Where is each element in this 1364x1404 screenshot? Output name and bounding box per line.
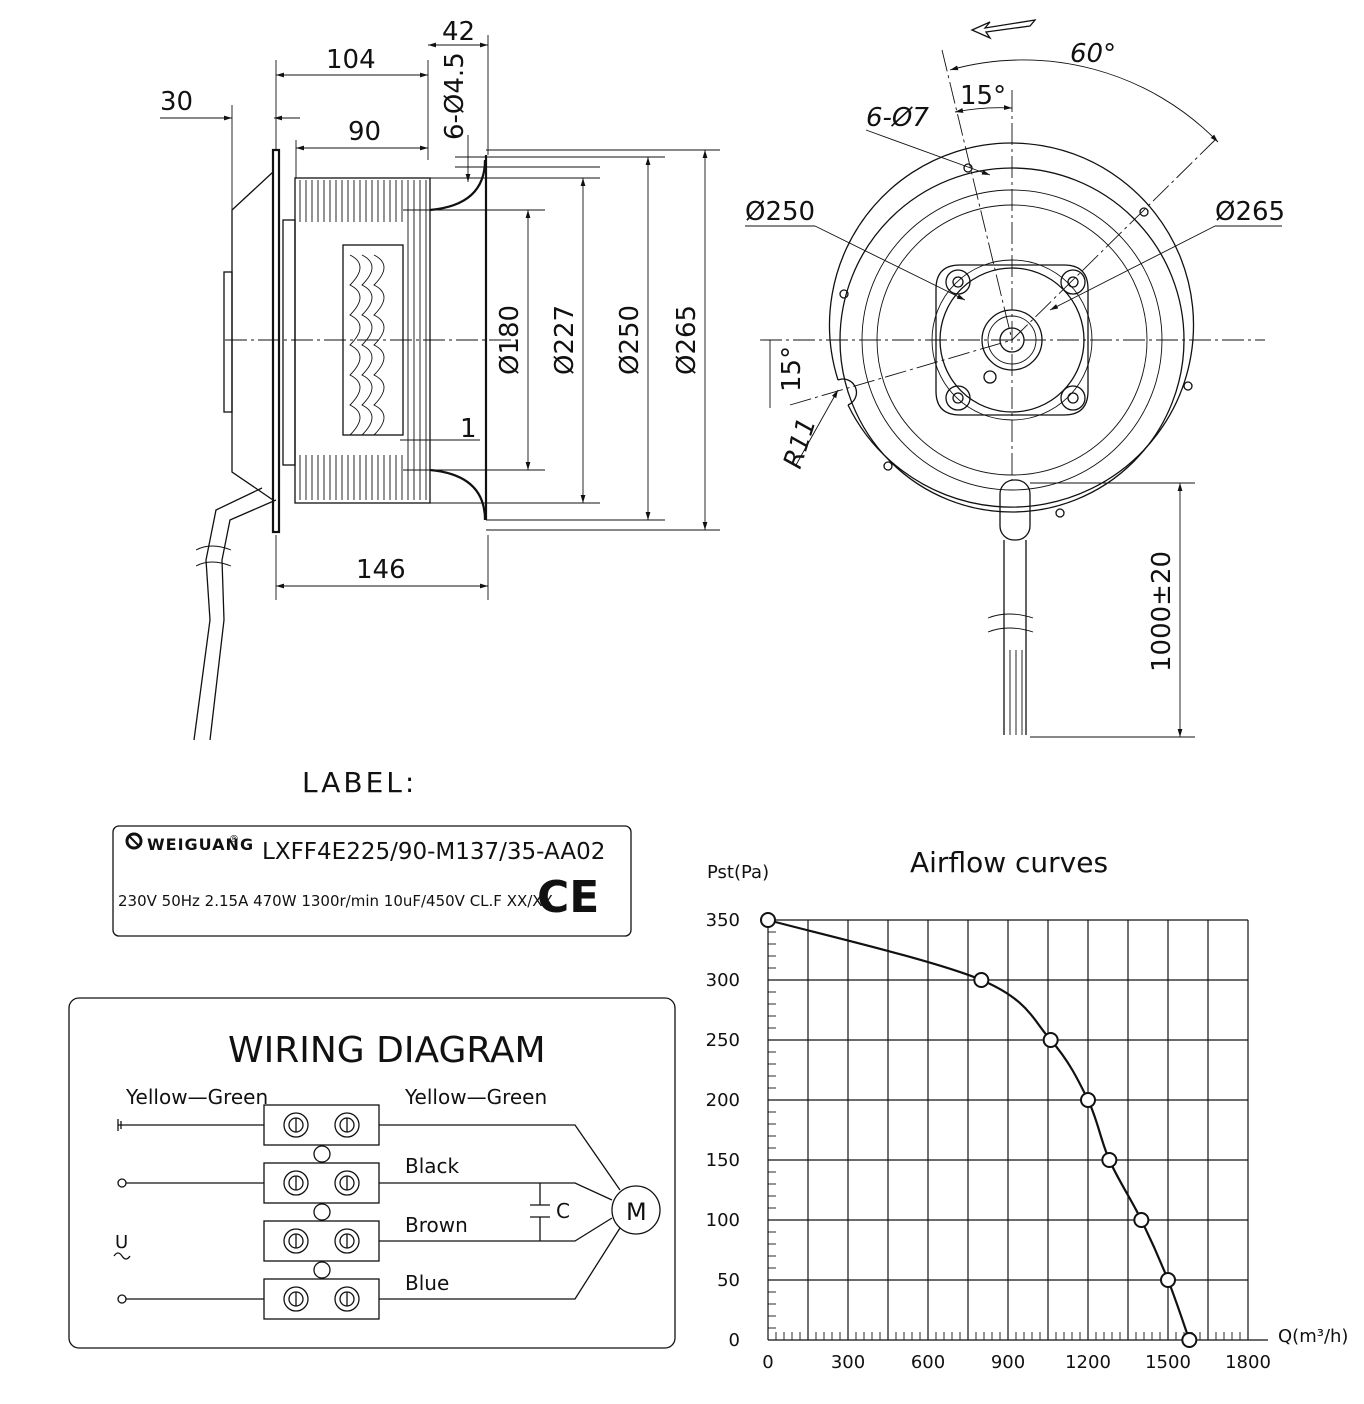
data-point bbox=[760, 912, 776, 928]
dim-d265: Ø265 bbox=[672, 305, 702, 375]
x-tick-label: 1200 bbox=[1065, 1352, 1111, 1373]
chart-title: Airflow curves bbox=[910, 846, 1108, 879]
side-view: 30 104 42 90 6-Ø4.5 Ø180 Ø227 Ø250 bbox=[160, 17, 720, 741]
y-tick-label: 350 bbox=[706, 910, 740, 931]
front-view: 60° 15° 6-Ø7 Ø250 Ø265 15° R11 1000±20 bbox=[745, 19, 1285, 738]
y-tick-label: 0 bbox=[729, 1330, 740, 1351]
impeller-blades bbox=[299, 180, 427, 500]
dim-30: 30 bbox=[160, 87, 193, 117]
data-point bbox=[1133, 1212, 1150, 1228]
supply-label: U bbox=[115, 1232, 128, 1253]
label-heading: LABEL: bbox=[302, 766, 417, 799]
brand-logo-icon bbox=[125, 832, 143, 850]
x-tick-label: 0 bbox=[762, 1352, 773, 1373]
chart-marks bbox=[760, 912, 1198, 1348]
y-tick-label: 150 bbox=[706, 1150, 740, 1171]
rotation-arrow-icon bbox=[970, 19, 1037, 40]
label-section: LABEL: WEIGUANG ® LXFF4E225/90-M137/35-A… bbox=[112, 766, 632, 937]
nameplate bbox=[112, 825, 632, 937]
data-point bbox=[1160, 1272, 1176, 1288]
dim-1: 1 bbox=[460, 414, 477, 444]
data-point bbox=[1042, 1032, 1059, 1048]
front-dim-d250: Ø250 bbox=[745, 197, 815, 227]
x-axis-label: Q(m³/h) bbox=[1278, 1326, 1348, 1347]
capacitor-label: C bbox=[556, 1199, 570, 1223]
left-wire-label: Yellow—Green bbox=[125, 1085, 268, 1109]
wiring-title: WIRING DIAGRAM bbox=[228, 1030, 546, 1071]
x-tick-label: 300 bbox=[831, 1352, 865, 1373]
dim-104: 104 bbox=[326, 45, 376, 75]
angle-15-left: 15° bbox=[777, 346, 807, 392]
dim-42: 42 bbox=[442, 17, 475, 47]
blue-wire-label: Blue bbox=[405, 1271, 449, 1295]
angle-60: 60° bbox=[1070, 39, 1116, 69]
spec-line: 230V 50Hz 2.15A 470W 1300r/min 10uF/450V… bbox=[118, 892, 553, 910]
brand-name: WEIGUANG bbox=[147, 835, 254, 854]
data-point bbox=[1080, 1092, 1096, 1108]
terminal-block bbox=[263, 1104, 380, 1320]
x-tick-label: 1500 bbox=[1145, 1352, 1191, 1373]
right-wire-label: Yellow—Green bbox=[404, 1085, 547, 1109]
x-tick-label: 1800 bbox=[1225, 1352, 1271, 1373]
dim-holes-side: 6-Ø4.5 bbox=[440, 52, 470, 140]
data-point bbox=[1181, 1332, 1198, 1348]
dim-cable-length: 1000±20 bbox=[1147, 551, 1177, 672]
dim-r11: R11 bbox=[778, 414, 822, 472]
registered-mark: ® bbox=[229, 834, 239, 845]
x-tick-label: 600 bbox=[911, 1352, 945, 1373]
wiring-diagram: WIRING DIAGRAM Yellow—Green Yellow—Green bbox=[68, 997, 676, 1349]
dim-d250: Ø250 bbox=[615, 305, 645, 375]
data-point bbox=[973, 972, 990, 988]
airflow-chart: Airflow curves Pst(Pa) Q(m³/h) 0 300 600 90… bbox=[706, 846, 1349, 1373]
data-point bbox=[1101, 1152, 1118, 1168]
y-tick-label: 200 bbox=[706, 1090, 740, 1111]
dim-holes-front: 6-Ø7 bbox=[866, 103, 929, 133]
ce-mark: CE bbox=[537, 872, 599, 923]
y-tick-label: 250 bbox=[706, 1030, 740, 1051]
angle-15-top: 15° bbox=[960, 81, 1006, 111]
chart-grid bbox=[767, 919, 1268, 1341]
front-dim-d265: Ø265 bbox=[1215, 197, 1285, 227]
chart-ticks: 0 300 600 900 1200 1500 1800 0 50 100 150 200 250 300… bbox=[706, 910, 1271, 1373]
x-tick-label: 900 bbox=[991, 1352, 1025, 1373]
y-axis-label: Pst(Pa) bbox=[707, 862, 769, 883]
ac-wave-icon bbox=[113, 1252, 131, 1260]
brown-wire-label: Brown bbox=[405, 1213, 468, 1237]
model-number: LXFF4E225/90-M137/35-AA02 bbox=[262, 839, 605, 865]
ground-icon bbox=[117, 1119, 122, 1131]
dim-d180: Ø180 bbox=[495, 305, 525, 375]
y-tick-label: 300 bbox=[706, 970, 740, 991]
dim-d227: Ø227 bbox=[550, 305, 580, 375]
dim-90: 90 bbox=[348, 117, 381, 147]
dim-146: 146 bbox=[356, 555, 406, 585]
motor-label: M bbox=[626, 1198, 647, 1226]
black-wire-label: Black bbox=[405, 1154, 460, 1178]
y-tick-label: 50 bbox=[717, 1270, 740, 1291]
y-tick-label: 100 bbox=[706, 1210, 740, 1231]
